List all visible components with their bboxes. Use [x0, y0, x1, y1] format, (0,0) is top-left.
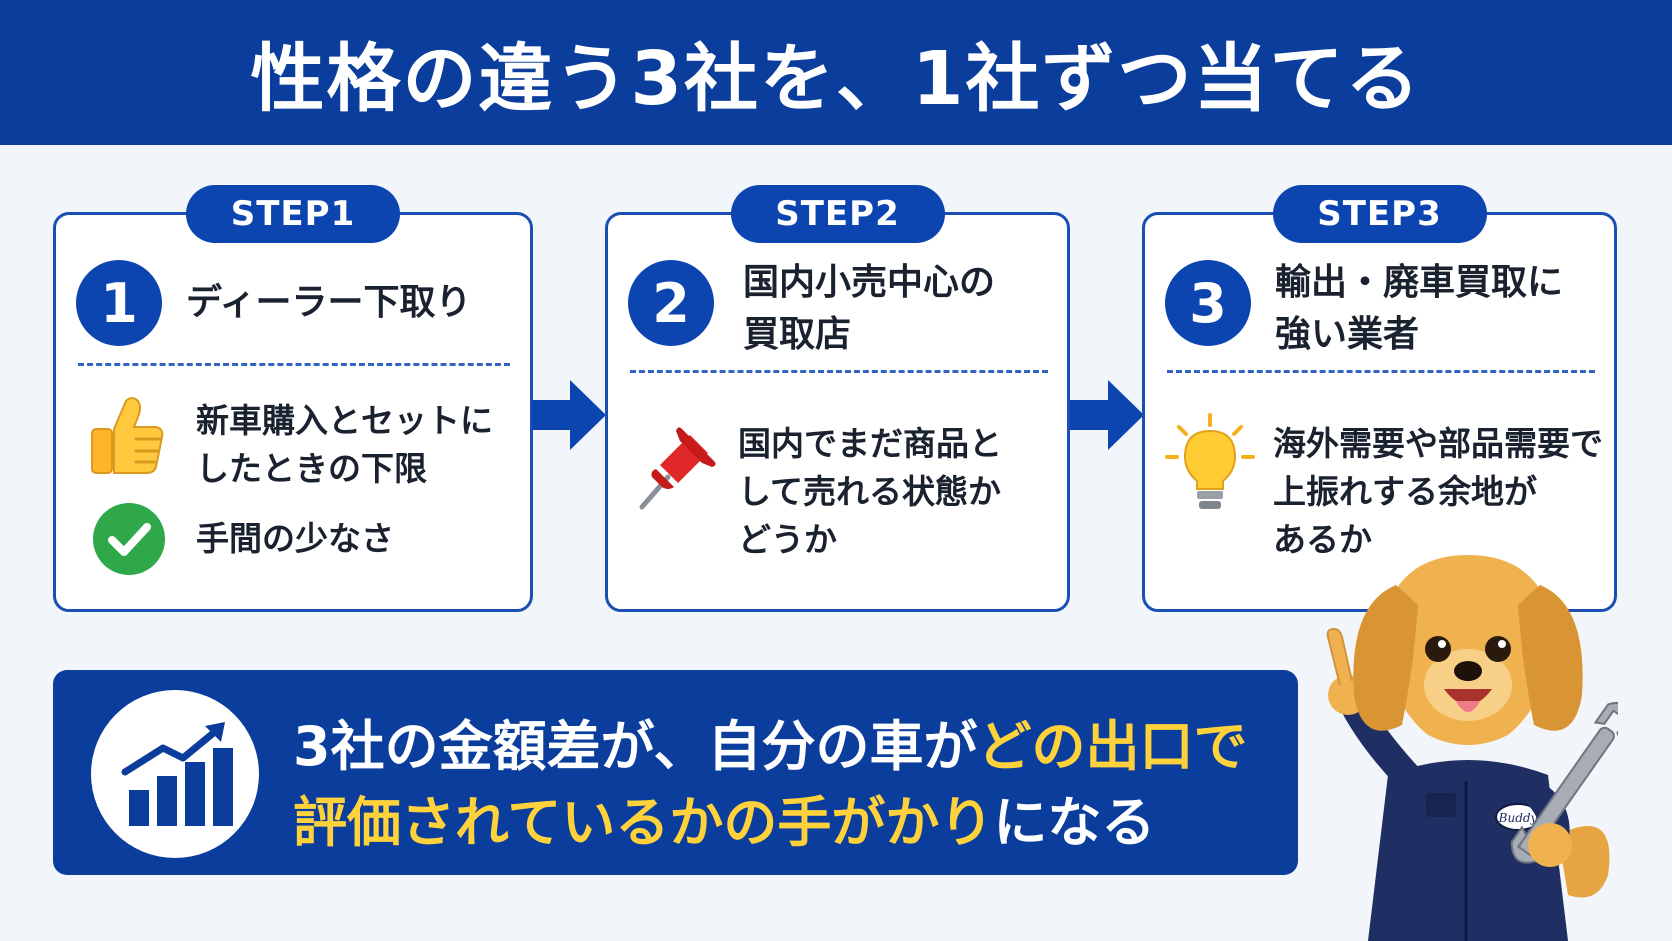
- summary-box: 3社の金額差が、自分の車がどの出口で 評価されているかの手がかりになる: [53, 670, 1298, 875]
- summary-line-1: 3社の金額差が、自分の車がどの出口で: [293, 702, 1248, 781]
- summary-line-2-highlight: 評価されているかの手がかり: [293, 791, 994, 854]
- pushpin-icon: [638, 425, 718, 515]
- step1-item-1-text: 新車購入とセットに したときの下限: [196, 401, 493, 488]
- step-number-1: 1: [76, 260, 162, 346]
- step-divider-1: [78, 363, 510, 366]
- arrow-right-icon: [1070, 380, 1144, 454]
- summary-line-1-plain: 3社の金額差が、自分の車が: [293, 715, 978, 778]
- step-title-3: 輸出・廃車買取に 強い業者: [1275, 262, 1564, 355]
- step-tag-1: STEP1: [186, 185, 400, 243]
- step-divider-2: [630, 370, 1048, 373]
- summary-line-2-plain: になる: [993, 791, 1156, 854]
- step-divider-3: [1167, 370, 1595, 373]
- chart-growth-icon: [91, 690, 259, 858]
- step-card-3: STEP3 3 輸出・廃車買取に 強い業者 海外需要や部品需要で 上振れする余地…: [1142, 185, 1617, 612]
- mascot-dog: Buddy: [1318, 545, 1636, 941]
- step-tag-2: STEP2: [730, 185, 945, 243]
- step-tag-3: STEP3: [1272, 185, 1487, 243]
- title-bar: 性格の違う3社を、1社ずつ当てる: [0, 0, 1672, 145]
- step-card-2: STEP2 2 国内小売中心の 買取店 国内でまだ商品と して売れる状態か どう…: [605, 185, 1070, 612]
- step-title-2: 国内小売中心の 買取店: [743, 262, 996, 355]
- page-title: 性格の違う3社を、1社ずつ当てる: [250, 36, 1422, 122]
- mascot-badge-text: Buddy: [1498, 811, 1538, 825]
- step-title-1: ディーラー下取り: [186, 282, 472, 323]
- step-card-1: STEP1 1 ディーラー下取り 新車購入とセットに したときの下限 手間の少な…: [53, 185, 533, 612]
- lightbulb-icon: [1165, 413, 1255, 517]
- step3-item-1-text: 海外需要や部品需要で 上振れする余地が あるか: [1273, 424, 1603, 559]
- arrow-right-icon: [532, 380, 606, 454]
- check-circle-icon: [92, 502, 166, 580]
- thumbs-up-icon: [86, 395, 166, 481]
- step-number-3: 3: [1165, 260, 1251, 346]
- step2-item-1-text: 国内でまだ商品と して売れる状態か どうか: [738, 424, 1002, 559]
- summary-line-2: 評価されているかの手がかりになる: [293, 778, 1155, 857]
- step-number-2: 2: [628, 260, 714, 346]
- summary-line-1-highlight: どの出口で: [977, 715, 1248, 778]
- step1-item-2-text: 手間の少なさ: [196, 519, 394, 558]
